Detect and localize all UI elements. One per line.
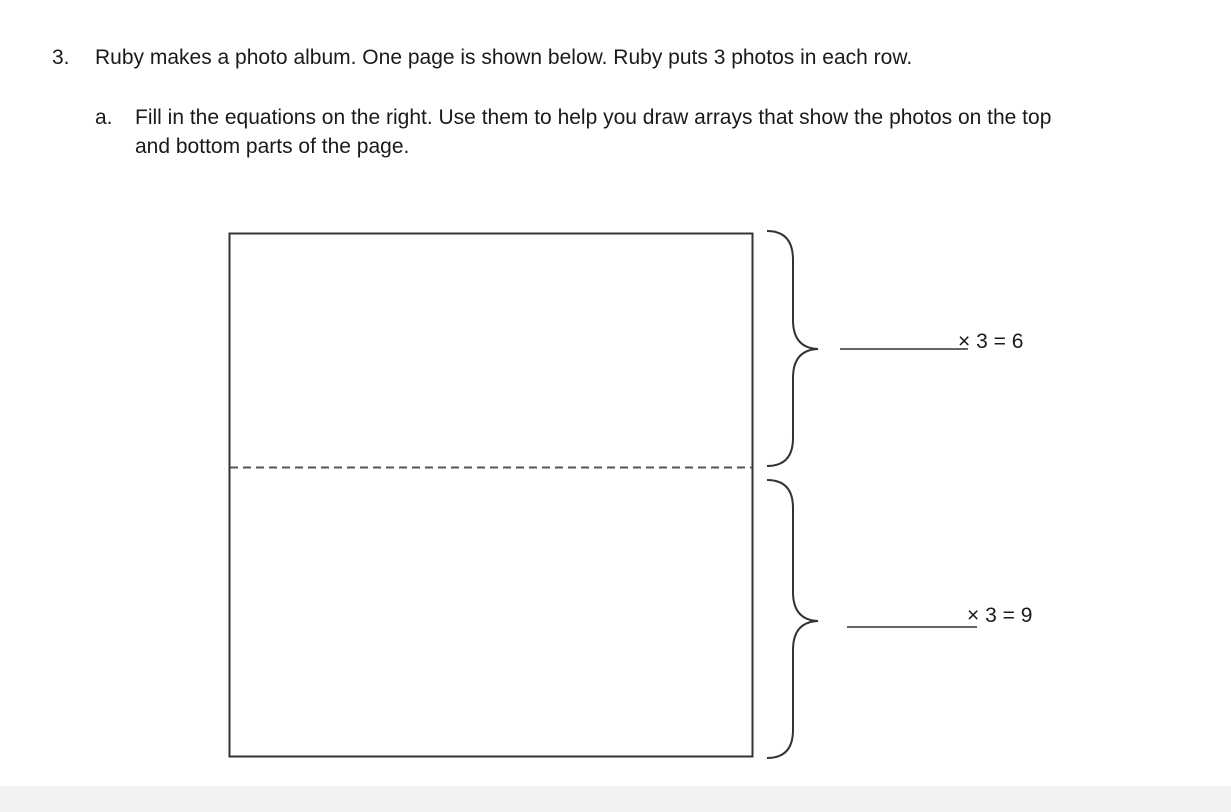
bottom-brace [766, 479, 819, 759]
part-a-line-2: and bottom parts of the page. [135, 135, 410, 158]
bottom-equation: × 3 = 9 [967, 604, 1033, 627]
part-a-label: a. [95, 106, 113, 129]
page-bottom-strip [0, 786, 1231, 812]
question-text: Ruby makes a photo album. One page is sh… [95, 46, 913, 69]
question-number: 3. [52, 46, 70, 69]
part-a-line-1: Fill in the equations on the right. Use … [135, 106, 1052, 129]
top-brace [766, 230, 819, 467]
part-a-text: Fill in the equations on the right. Use … [135, 103, 1195, 161]
album-page[interactable] [228, 232, 754, 758]
top-equation: × 3 = 6 [958, 330, 1024, 353]
